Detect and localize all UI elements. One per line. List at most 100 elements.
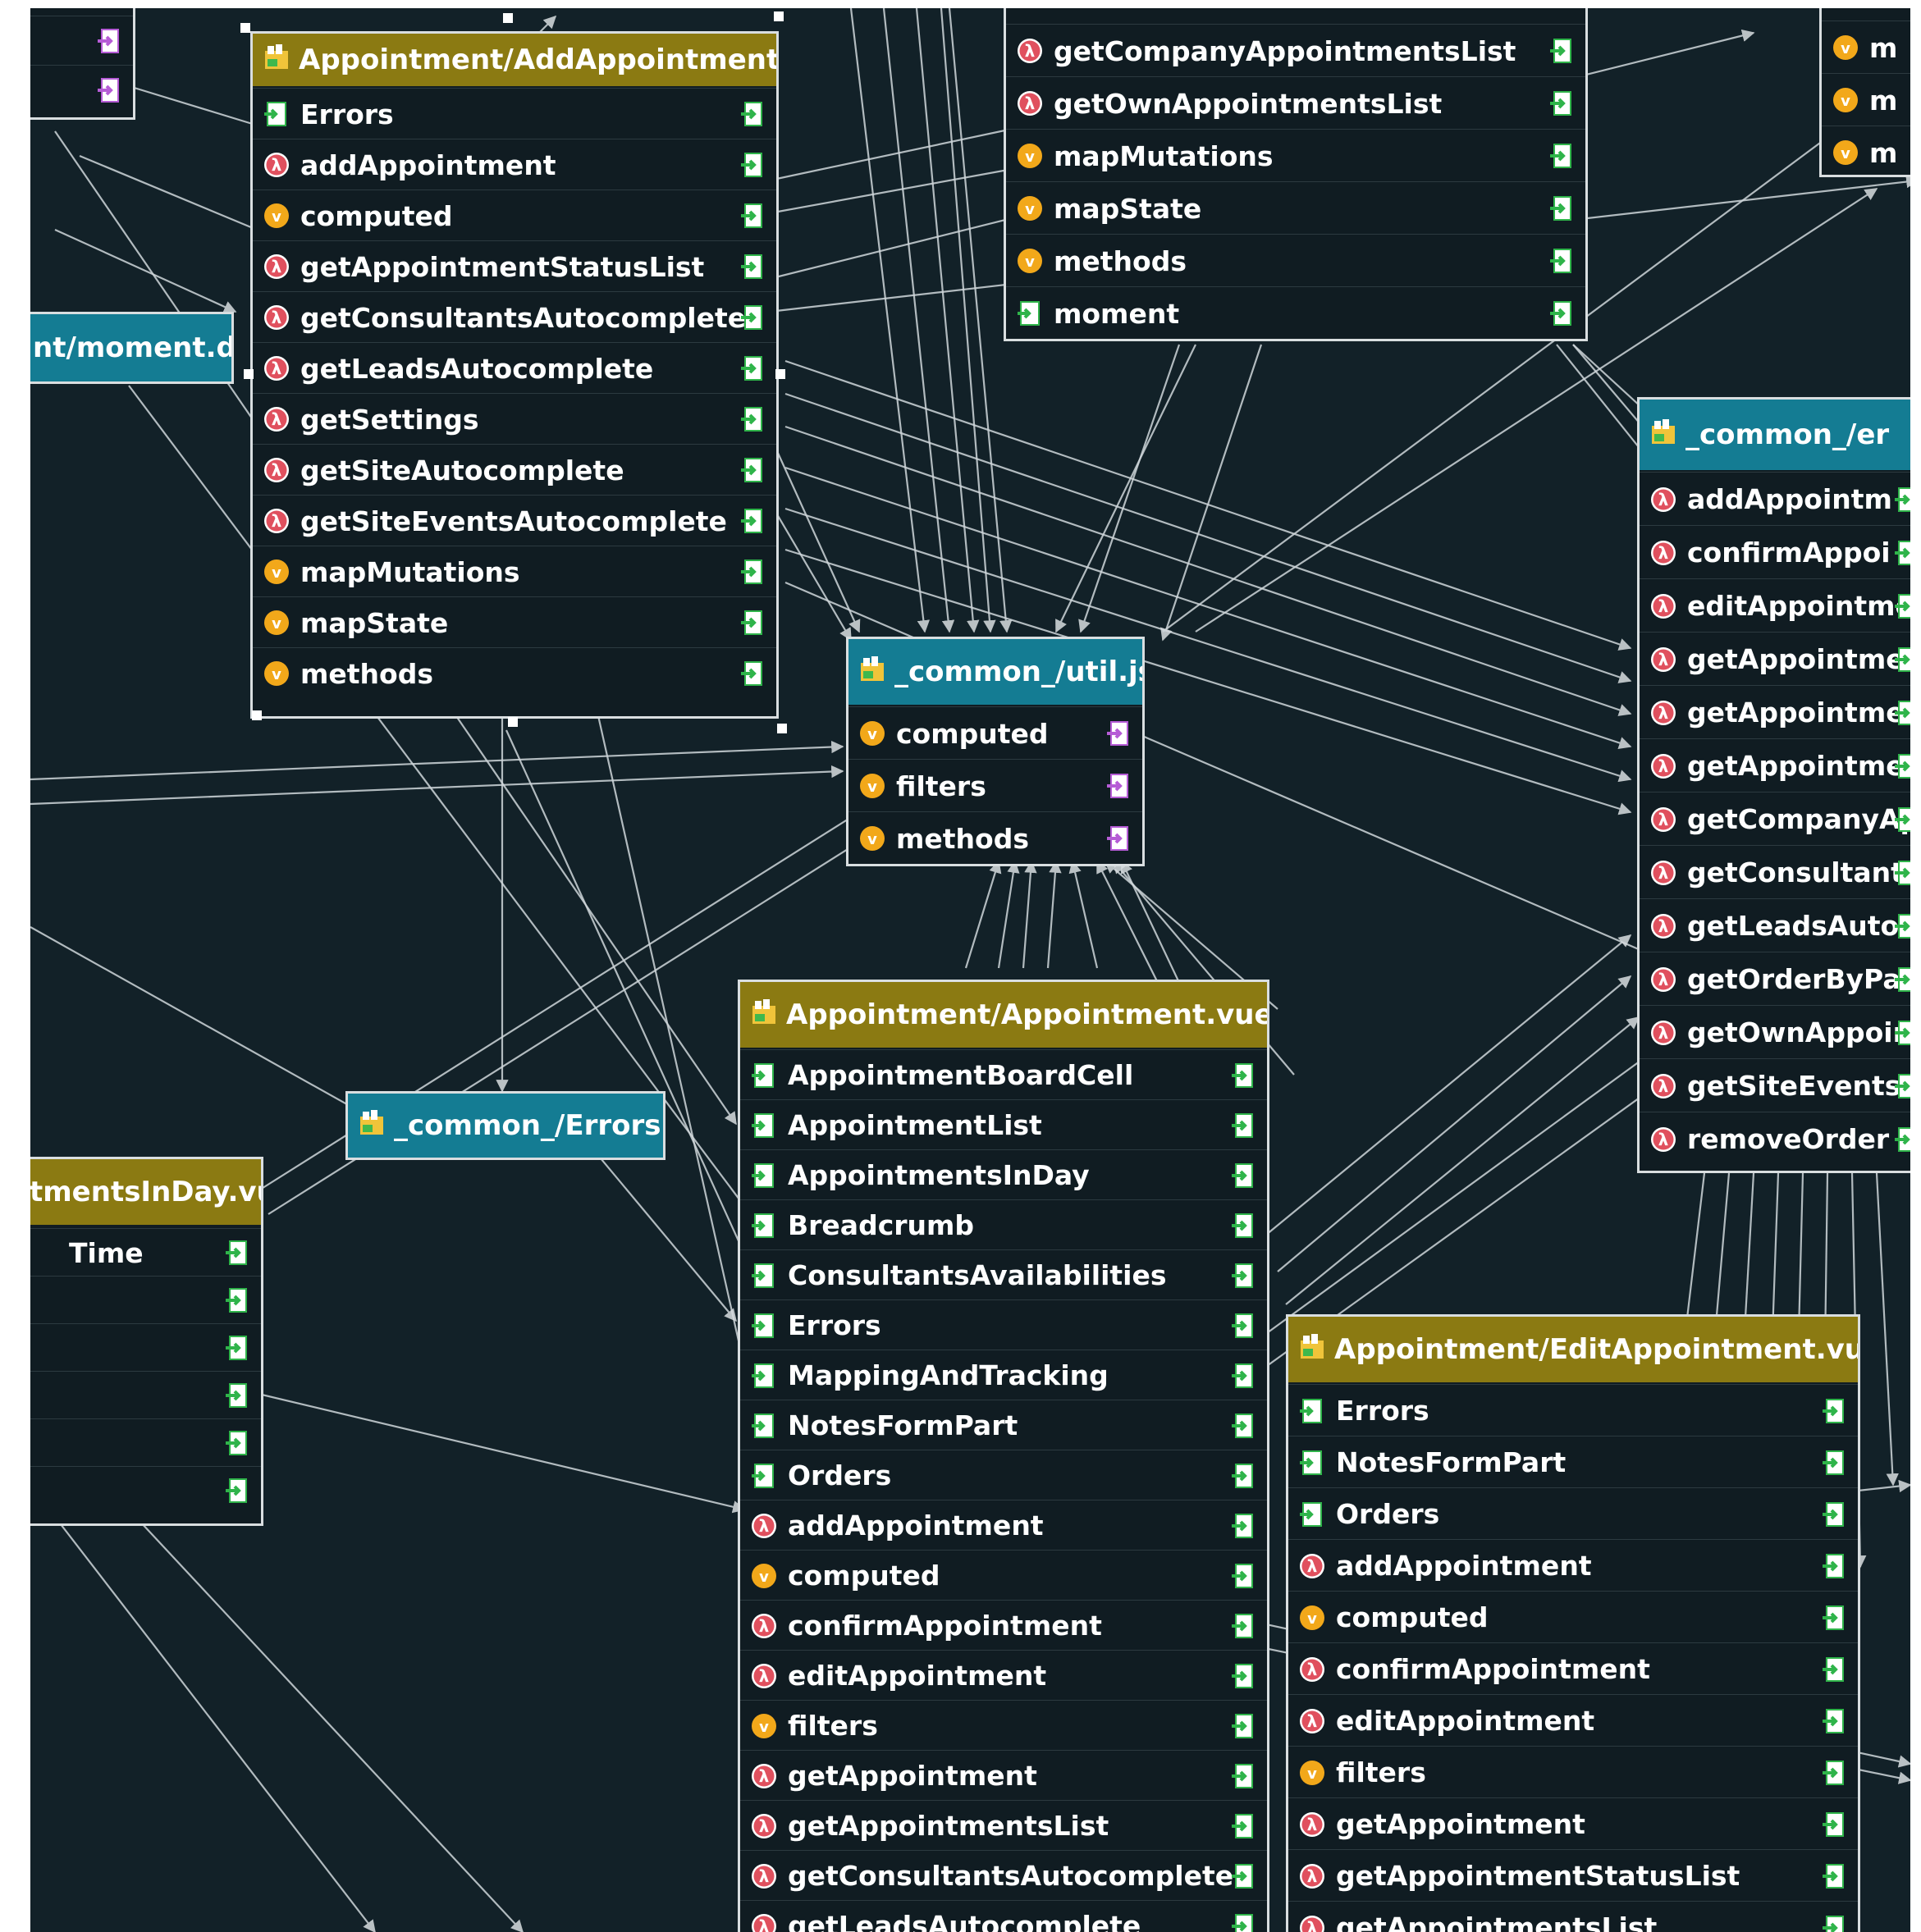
import-port-icon[interactable] (1894, 966, 1910, 993)
import-port-icon[interactable] (1822, 1605, 1846, 1631)
member-row[interactable]: ConsultantsAvailabilities (740, 1249, 1267, 1300)
appointment-header[interactable]: Appointment/Appointment.vue (740, 982, 1267, 1048)
import-port-icon[interactable] (1822, 1501, 1846, 1528)
member-row[interactable]: Orders (740, 1450, 1267, 1500)
selection-handle[interactable] (244, 369, 254, 379)
member-row[interactable]: AppointmentList (740, 1099, 1267, 1150)
appointment-box[interactable]: Appointment/Appointment.vue AppointmentB… (738, 980, 1269, 1932)
import-port-icon[interactable] (1822, 1708, 1846, 1734)
member-row[interactable]: NotesFormPart (740, 1400, 1267, 1450)
import-port-icon[interactable] (1894, 593, 1910, 619)
import-port-icon[interactable] (1822, 1450, 1846, 1476)
import-port-icon[interactable] (1231, 1313, 1256, 1339)
import-port-icon[interactable] (1231, 1413, 1256, 1439)
import-port-icon[interactable] (1549, 248, 1574, 274)
import-port-icon[interactable] (1822, 1760, 1846, 1786)
member-row[interactable] (30, 65, 133, 115)
import-port-icon[interactable] (1231, 1112, 1256, 1139)
import-port-icon[interactable] (1894, 1126, 1910, 1153)
import-port-icon[interactable] (1549, 300, 1574, 327)
member-row[interactable]: AppointmentsInDay (740, 1149, 1267, 1200)
import-port-icon[interactable] (1894, 913, 1910, 939)
member-row[interactable] (30, 1323, 261, 1372)
import-port-icon[interactable] (1894, 860, 1910, 886)
import-port-icon[interactable] (1894, 1073, 1910, 1099)
import-port-icon[interactable] (1894, 1020, 1910, 1046)
import-port-icon[interactable] (225, 1287, 249, 1313)
selection-handle[interactable] (774, 11, 784, 21)
member-row[interactable]: Errors (740, 1299, 1267, 1350)
errors-js-header[interactable]: _common_/Errors.js (348, 1094, 663, 1158)
import-port-icon[interactable] (1231, 1213, 1256, 1239)
add-appointment-header[interactable]: Appointment/AddAppointment.vue (253, 34, 776, 86)
import-port-icon[interactable] (1231, 1763, 1256, 1789)
import-port-icon[interactable] (740, 253, 765, 280)
appointments-in-day-header[interactable]: tmentsInDay.vue (30, 1159, 261, 1225)
member-row[interactable] (30, 1276, 261, 1324)
import-port-icon[interactable] (1231, 1863, 1256, 1889)
import-port-icon[interactable] (1231, 1363, 1256, 1389)
moment-dts-box[interactable]: nt/moment.d.ts (30, 312, 234, 384)
import-port-icon[interactable] (225, 1430, 249, 1456)
import-port-icon[interactable] (740, 508, 765, 534)
export-port-icon[interactable] (97, 77, 121, 103)
member-row[interactable]: moment (1006, 286, 1585, 340)
import-port-icon[interactable] (740, 304, 765, 331)
import-port-icon[interactable] (740, 559, 765, 585)
member-row[interactable]: NotesFormPart (1288, 1436, 1858, 1488)
import-port-icon[interactable] (1231, 1062, 1256, 1089)
member-row[interactable] (30, 16, 133, 66)
import-port-icon[interactable] (1231, 1263, 1256, 1289)
import-port-icon[interactable] (1231, 1913, 1256, 1932)
import-port-icon[interactable] (1894, 646, 1910, 673)
member-row[interactable]: AppointmentBoardCell (740, 1049, 1267, 1100)
import-port-icon[interactable] (740, 660, 765, 687)
selection-handle[interactable] (252, 710, 262, 720)
import-port-icon[interactable] (740, 101, 765, 127)
import-port-icon[interactable] (1822, 1863, 1846, 1889)
import-port-icon[interactable] (1231, 1563, 1256, 1589)
import-port-icon[interactable] (1231, 1713, 1256, 1739)
import-port-icon[interactable] (1894, 486, 1910, 513)
member-row[interactable]: MappingAndTracking (740, 1350, 1267, 1400)
import-port-icon[interactable] (1549, 38, 1574, 64)
export-port-icon[interactable] (97, 28, 121, 54)
import-port-icon[interactable] (1231, 1463, 1256, 1489)
import-port-icon[interactable] (1549, 143, 1574, 169)
selection-handle[interactable] (508, 717, 518, 727)
import-port-icon[interactable] (1894, 806, 1910, 833)
import-port-icon[interactable] (1822, 1553, 1846, 1579)
add-appointment-box[interactable]: Appointment/AddAppointment.vue Errorsλad… (250, 31, 779, 719)
